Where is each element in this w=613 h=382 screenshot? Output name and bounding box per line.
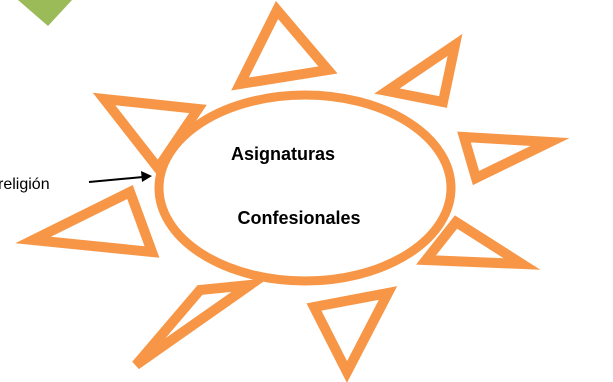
ray-top-right xyxy=(374,33,463,108)
center-title-line-1: Asignaturas xyxy=(231,144,335,164)
ray-lower-right xyxy=(416,215,541,270)
ray-top xyxy=(231,0,338,91)
ray-bottom xyxy=(132,278,269,370)
side-arrow-icon xyxy=(88,171,152,183)
side-label: religión xyxy=(0,176,50,193)
center-ellipse xyxy=(154,90,456,286)
green-corner-shape xyxy=(18,0,72,26)
ray-right xyxy=(457,131,570,186)
sun-rays xyxy=(15,0,570,382)
ray-bottom-right xyxy=(306,286,398,382)
center-title-line-2: Confesionales xyxy=(237,208,360,228)
ray-lower-left xyxy=(15,185,160,258)
